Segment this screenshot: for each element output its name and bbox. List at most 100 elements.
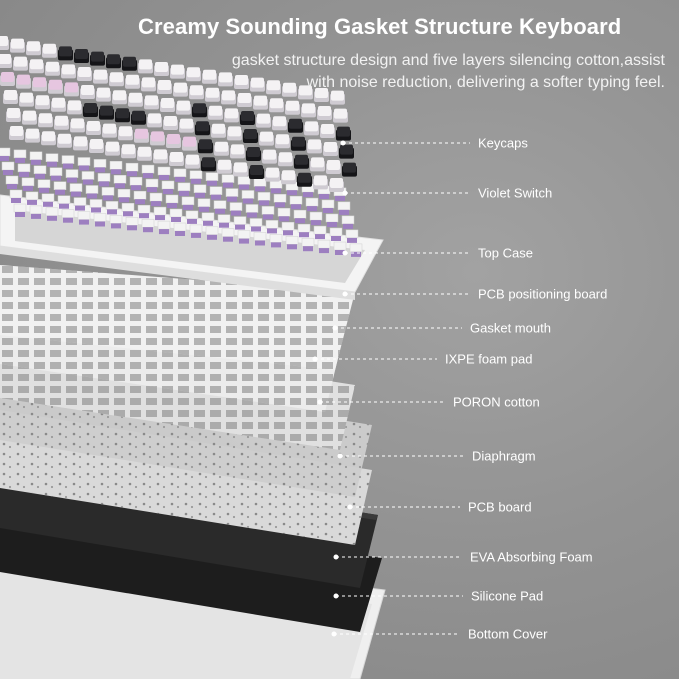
switch xyxy=(189,224,203,238)
keycap xyxy=(128,92,143,107)
switch xyxy=(293,209,307,224)
keycap xyxy=(147,113,162,128)
switch xyxy=(333,241,347,255)
keycap xyxy=(112,90,127,105)
switch xyxy=(229,202,243,216)
keycap xyxy=(77,67,92,81)
keycap xyxy=(304,121,319,136)
keycap xyxy=(314,88,329,102)
keycap xyxy=(301,103,316,118)
switch xyxy=(73,197,87,211)
switch xyxy=(1,161,15,175)
keycap xyxy=(217,159,232,174)
switch xyxy=(317,239,331,254)
keycap xyxy=(125,74,140,89)
keycap xyxy=(54,115,69,130)
switch xyxy=(301,237,315,252)
keycap xyxy=(10,38,25,53)
keycap xyxy=(38,113,53,128)
keycap xyxy=(26,41,41,56)
switch xyxy=(217,214,231,228)
keycap xyxy=(121,144,136,159)
keycap xyxy=(269,98,284,113)
keycap xyxy=(86,121,101,135)
switch xyxy=(281,222,295,236)
keycap xyxy=(115,108,130,123)
keycap xyxy=(246,147,261,161)
switch xyxy=(141,218,155,233)
switch xyxy=(349,243,363,257)
keycap xyxy=(67,100,82,115)
switch xyxy=(145,178,159,193)
keycap xyxy=(313,175,328,190)
keycap xyxy=(0,54,12,68)
switch xyxy=(189,170,203,184)
keycap xyxy=(221,90,236,105)
keycap xyxy=(153,149,168,164)
switch xyxy=(41,193,55,207)
switch xyxy=(141,164,155,179)
keycap xyxy=(278,152,293,167)
keycap xyxy=(13,56,28,71)
switch xyxy=(77,157,91,171)
keycap xyxy=(323,142,338,156)
keycap xyxy=(74,49,89,63)
switch xyxy=(297,223,311,238)
keycap xyxy=(253,95,268,110)
keycap xyxy=(170,64,185,79)
switch xyxy=(65,169,79,183)
keycap xyxy=(179,118,194,133)
label-eva-absorbing-foam: EVA Absorbing Foam xyxy=(470,549,593,565)
switch xyxy=(245,204,259,218)
keycap xyxy=(230,144,245,159)
switch xyxy=(241,190,255,204)
switch xyxy=(205,172,219,186)
switch xyxy=(0,147,11,161)
switch xyxy=(117,189,131,203)
keycap xyxy=(122,56,137,71)
label-bottom-cover: Bottom Cover xyxy=(468,626,548,642)
switch xyxy=(209,186,223,200)
label-violet-switch: Violet Switch xyxy=(478,185,553,201)
keycap xyxy=(48,79,63,94)
switch xyxy=(345,229,359,243)
switch xyxy=(25,191,39,205)
keycap xyxy=(285,100,300,115)
keycap xyxy=(169,152,184,166)
switch xyxy=(277,208,291,222)
keycap xyxy=(275,134,290,149)
keycap xyxy=(189,85,204,100)
label-silicone-pad: Silicone Pad xyxy=(471,588,544,604)
keycap xyxy=(297,172,312,187)
switch xyxy=(97,173,111,187)
switch xyxy=(205,226,219,240)
keycap xyxy=(0,36,9,50)
keycap xyxy=(233,162,248,177)
switch xyxy=(5,175,19,189)
switch xyxy=(305,197,319,212)
keycap xyxy=(160,98,175,112)
switch xyxy=(45,207,59,221)
switch xyxy=(321,199,335,213)
switch xyxy=(181,196,195,210)
keycap xyxy=(310,157,325,172)
keycap xyxy=(102,123,117,138)
positioning-board-layer xyxy=(0,265,355,370)
keycap xyxy=(138,59,153,74)
keycap xyxy=(57,133,72,148)
switch xyxy=(325,213,339,227)
keycap xyxy=(118,126,133,141)
label-ixpe-foam-pad: IXPE foam pad xyxy=(445,351,533,367)
keycap xyxy=(32,77,47,92)
keycap xyxy=(243,129,258,143)
keycap xyxy=(58,46,73,61)
keycap xyxy=(266,80,281,95)
keycap xyxy=(137,146,152,161)
keycap xyxy=(42,43,57,58)
keycap xyxy=(202,69,217,84)
label-keycaps: Keycaps xyxy=(478,135,528,151)
switch xyxy=(233,216,247,230)
keycap xyxy=(192,103,207,118)
switch xyxy=(37,179,51,193)
